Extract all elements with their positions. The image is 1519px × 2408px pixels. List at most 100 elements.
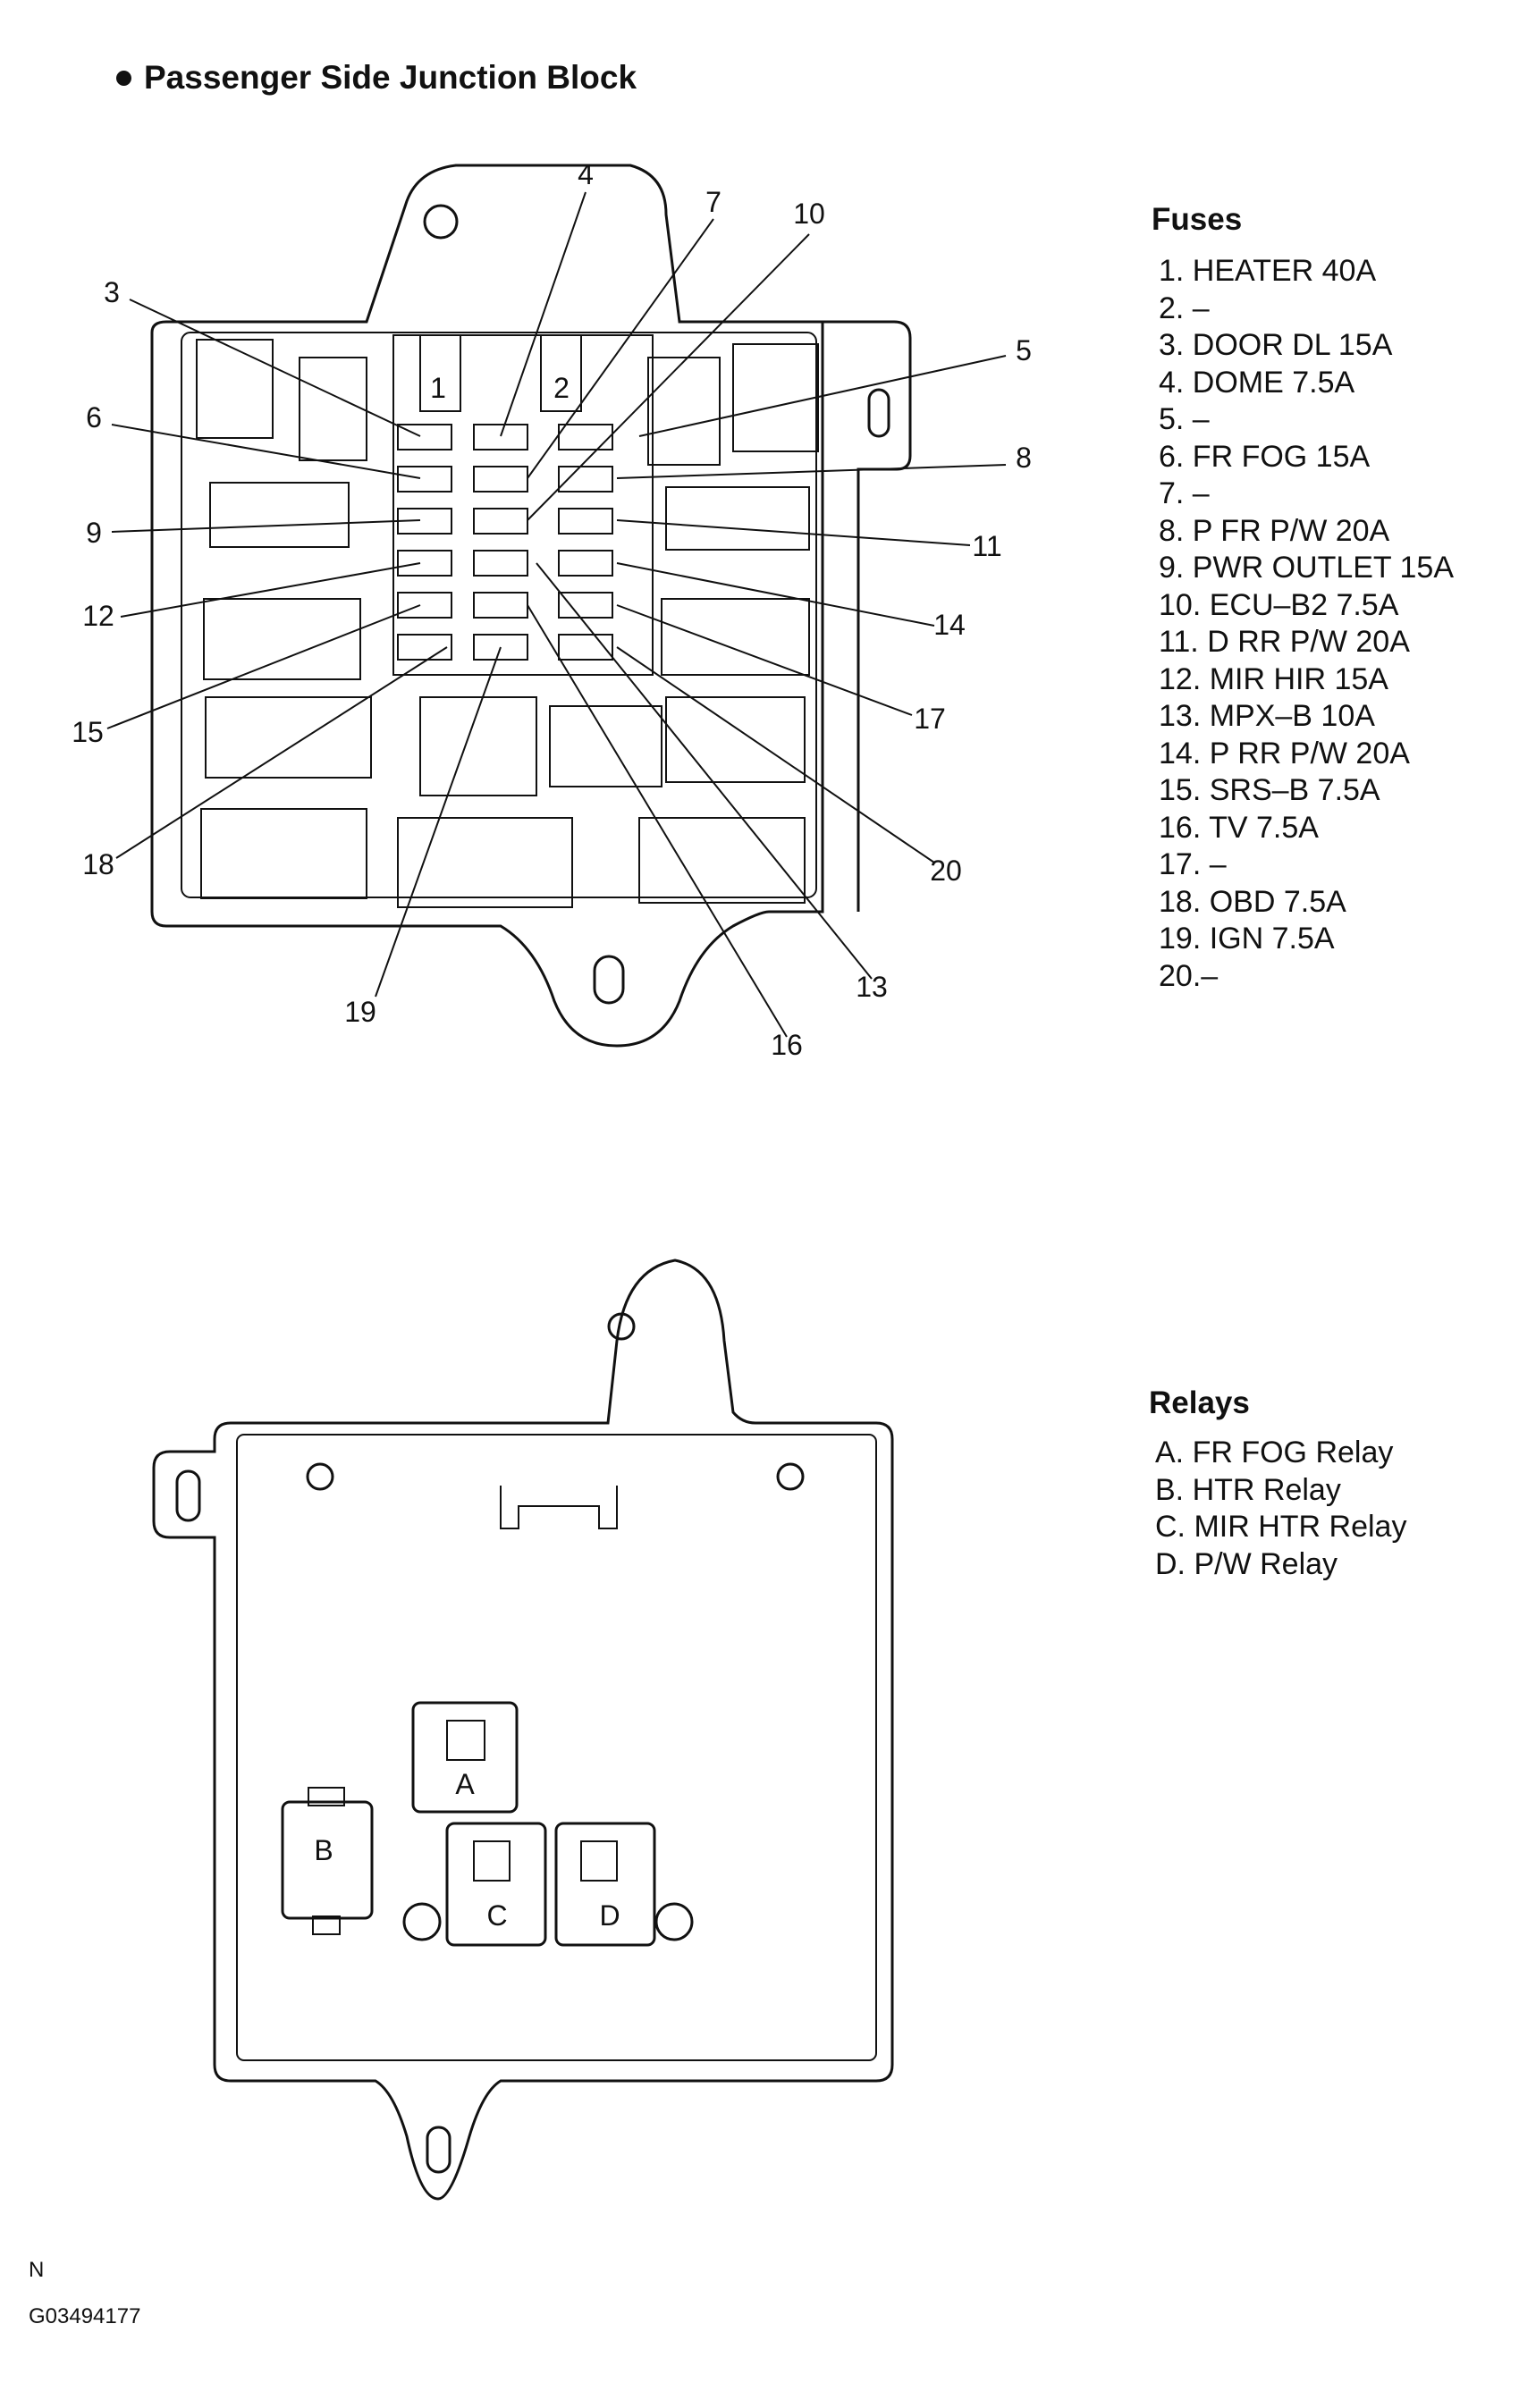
fuse-list-item: 2. –	[1159, 290, 1210, 325]
fuse-list-item: 20.–	[1159, 958, 1219, 993]
center-connector-1	[419, 696, 537, 796]
fuse-list-item: 18. OBD 7.5A	[1159, 884, 1346, 919]
fuse-list-item: 13. MPX–B 10A	[1159, 699, 1375, 733]
callout-label: 12	[82, 600, 114, 632]
fuse-list-item: 19. IGN 7.5A	[1159, 922, 1335, 956]
callout-leader-line	[500, 191, 587, 437]
fuse-area	[392, 334, 654, 676]
callout-leader-line	[527, 604, 788, 1038]
junction-block-rear-diagram: A B C D	[152, 1259, 894, 2201]
callout-label: 3	[104, 276, 120, 308]
fuse-list-item: 11. D RR P/W 20A	[1159, 625, 1410, 659]
fuse-slot	[558, 508, 613, 535]
left-connector-top	[196, 339, 274, 439]
callout-label: 17	[914, 703, 946, 735]
rear-top-hole	[607, 1312, 636, 1341]
fuse-list-item: 15. SRS–B 7.5A	[1159, 773, 1380, 807]
center-connector-2	[549, 705, 662, 787]
fuse-slot	[473, 592, 528, 619]
bottom-slot	[593, 955, 625, 1005]
fuse-slot	[473, 424, 528, 450]
fuse-2-body	[540, 334, 582, 412]
callout-label: 7	[705, 186, 722, 218]
callout-label: 8	[1016, 442, 1032, 474]
rear-top-latch	[500, 1486, 618, 1529]
callout-label: 11	[972, 530, 1001, 562]
callout-leader-line	[106, 604, 421, 729]
rear-left-hole	[306, 1462, 334, 1491]
relay-a-housing	[411, 1701, 519, 1814]
callout-leader-line	[536, 562, 873, 980]
right-connector-mid-2	[661, 598, 810, 676]
callout-label: 18	[82, 848, 114, 880]
relay-d-housing	[554, 1822, 656, 1947]
fuse-list-item: 4. DOME 7.5A	[1159, 365, 1355, 400]
fuse-1-label: 1	[430, 372, 446, 404]
fuse-slot	[473, 508, 528, 535]
page-title-text: Passenger Side Junction Block	[144, 59, 637, 96]
left-connector-low	[205, 696, 372, 779]
rear-right-hole	[776, 1462, 805, 1491]
callout-label: 15	[72, 716, 104, 748]
callout-label: 4	[578, 158, 594, 190]
page-title: Passenger Side Junction Block	[116, 59, 637, 97]
relay-d-label: D	[599, 1899, 620, 1932]
block-right-flange	[823, 320, 912, 912]
fuse-list-item: 10. ECU–B2 7.5A	[1159, 587, 1399, 622]
left-connector-mid-2	[203, 598, 361, 680]
callout-label: 16	[771, 1029, 803, 1061]
callout-leader-line	[527, 218, 714, 479]
callout-leader-line	[527, 233, 810, 521]
relay-d-mount	[654, 1902, 694, 1941]
fuse-slot	[473, 634, 528, 661]
right-slot	[867, 388, 890, 438]
callout-leader-line	[115, 646, 448, 859]
fuse-2-label: 2	[553, 372, 570, 404]
fuse-slot	[397, 466, 452, 493]
callout-leader-line	[638, 355, 1007, 437]
callout-leader-line	[375, 646, 502, 998]
fuse-list-item: 14. P RR P/W 20A	[1159, 736, 1410, 770]
relay-d-terminal	[580, 1840, 618, 1882]
callout-leader-line	[111, 519, 421, 533]
relay-c-terminal	[473, 1840, 511, 1882]
fuse-list-item: 5. –	[1159, 402, 1210, 436]
callout-leader-line	[129, 299, 421, 437]
right-connector-top	[647, 357, 721, 466]
callout-label: 10	[793, 198, 825, 230]
top-mount-hole	[423, 204, 459, 240]
right-connector-low	[665, 696, 806, 783]
left-connector-top-2	[299, 357, 367, 461]
fuse-list-item: 3. DOOR DL 15A	[1159, 328, 1393, 362]
fuse-list-item: 7. –	[1159, 476, 1210, 510]
relays-heading: Relays	[1149, 1385, 1250, 1420]
fuse-list-item: 6. FR FOG 15A	[1159, 439, 1371, 474]
rear-left-slot	[175, 1469, 201, 1522]
callout-leader-line	[616, 604, 913, 716]
right-connector-bottom	[638, 817, 806, 904]
relay-b-label: B	[314, 1834, 333, 1866]
fuse-list-item: 1. HEATER 40A	[1159, 254, 1377, 288]
left-connector-bottom	[200, 808, 367, 899]
bullet-icon	[116, 70, 131, 86]
left-connector-mid	[209, 482, 350, 548]
relay-b-terminal-top	[308, 1787, 345, 1806]
callout-leader-line	[120, 562, 421, 618]
callout-leader-line	[616, 646, 935, 863]
callout-label: 14	[933, 609, 966, 641]
footer-letter: N	[29, 2258, 45, 2282]
callout-label: 20	[930, 855, 962, 887]
relay-c-mount	[402, 1902, 442, 1941]
fuse-slot	[558, 592, 613, 619]
center-connector-3	[397, 817, 573, 908]
callout-label: 5	[1016, 334, 1032, 366]
rear-inner-panel	[236, 1434, 877, 2061]
relay-list-item: C. MIR HTR Relay	[1155, 1510, 1407, 1544]
fuse-slot	[558, 634, 613, 661]
fuse-list-item: 8. P FR P/W 20A	[1159, 513, 1390, 548]
callout-leader-line	[616, 562, 935, 627]
relay-b-housing	[281, 1800, 374, 1920]
